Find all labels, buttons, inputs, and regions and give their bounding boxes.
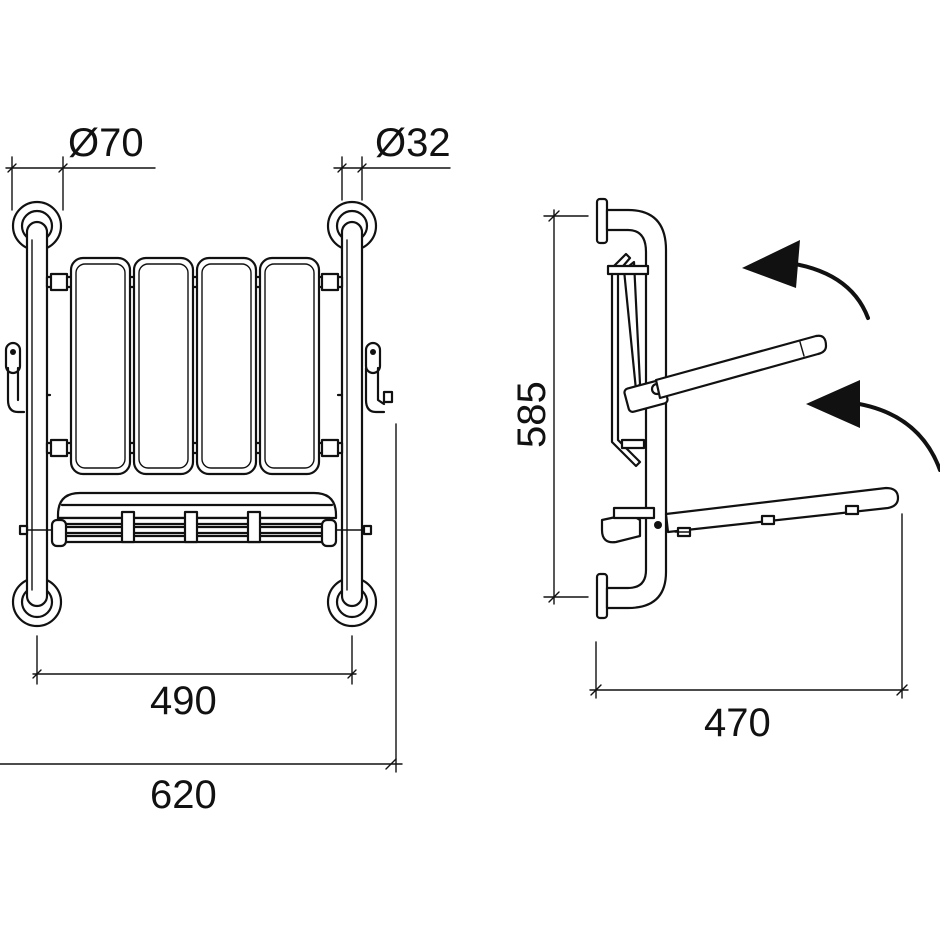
seat-slat-1 (69, 256, 132, 476)
seat-slat-2 (132, 256, 195, 476)
front-view: Ø70 Ø32 490 620 (0, 121, 451, 817)
dimension-inner-width (32, 635, 357, 685)
seat-bracket (606, 252, 669, 468)
cross-bar-top (45, 275, 344, 289)
fold-arrow-icon-lower (806, 380, 940, 472)
dimension-label-inner-width: 490 (150, 679, 217, 723)
vertical-rail-right (340, 220, 364, 608)
vertical-rail-left (25, 220, 49, 608)
wall-plate-top (595, 197, 609, 245)
seat-slat-3 (195, 256, 258, 476)
seat-slat-4 (258, 256, 321, 476)
seat-arm (654, 334, 828, 400)
cross-bar-bottom (45, 441, 344, 455)
fold-down-leg-right (364, 341, 394, 414)
dimension-height (543, 209, 589, 605)
dimension-label-pipe-diameter-small: Ø32 (375, 121, 451, 165)
wall-plate-bottom (595, 572, 609, 620)
dimension-label-overall-width: 620 (150, 773, 217, 817)
dimension-label-pipe-diameter-large: Ø70 (68, 121, 144, 165)
side-view: 585 470 (510, 197, 940, 745)
front-footrest (18, 491, 373, 548)
footrest-arm (600, 486, 900, 544)
fold-down-leg-left (4, 341, 26, 414)
dimension-depth (589, 513, 909, 699)
fold-arrow-icon-upper (742, 240, 870, 320)
dimension-overall-width (0, 423, 403, 773)
dimension-pipe-diameter-large (5, 156, 156, 211)
dimension-label-depth: 470 (704, 701, 771, 745)
dimension-label-height: 585 (510, 381, 554, 448)
dimension-pipe-diameter-small (333, 156, 451, 201)
